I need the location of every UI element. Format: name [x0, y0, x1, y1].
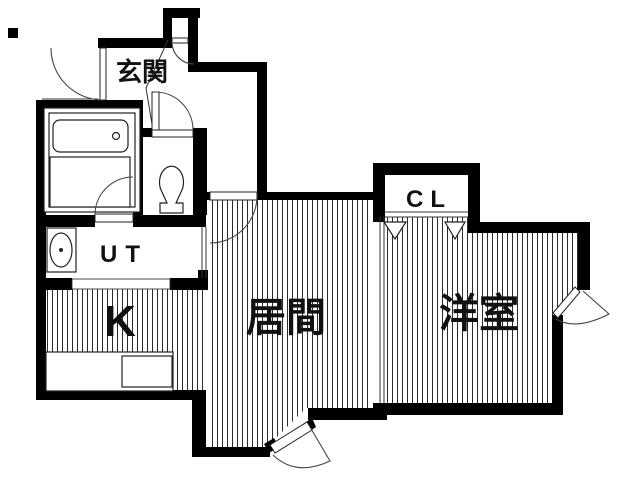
walls	[8, 8, 590, 457]
western-room-door-swing	[555, 290, 610, 325]
wall-hall-right	[257, 62, 267, 200]
wall-ut-bottom-right	[170, 278, 208, 290]
hall-living-door-leaf	[209, 191, 258, 201]
wall-porch-right	[188, 8, 198, 72]
porch-closet-door-swing	[171, 41, 195, 65]
wall-living-bottom-right	[308, 408, 387, 420]
label-entrance: 玄関	[116, 57, 168, 87]
entrance-step-line	[145, 39, 169, 131]
toilet-door-threshold	[151, 129, 194, 138]
entrance-door-swing	[50, 47, 104, 101]
wall-living-left-lower	[192, 390, 206, 457]
label-closet: CL	[406, 186, 452, 213]
label-utility: UT	[100, 241, 148, 268]
western-room-floor	[385, 217, 578, 403]
wall-western-top	[468, 222, 590, 233]
wall-western-right-lower	[552, 315, 563, 413]
wall-closet-left	[373, 163, 385, 222]
ut-kitchen-opening	[71, 278, 171, 290]
doors	[50, 37, 610, 469]
wall-closet-top	[373, 163, 480, 175]
bathtub	[52, 119, 129, 153]
wall-ut-top-right	[133, 215, 206, 227]
bathroom-washplace	[49, 156, 131, 208]
wall-western-right-upper	[578, 222, 590, 290]
wall-entrance-top	[98, 38, 172, 48]
wall-left-exterior	[36, 100, 46, 400]
porch-closet-door-leaf	[171, 37, 189, 44]
wall-toilet-top-left	[140, 128, 152, 137]
wall-ut-bottom-left	[36, 278, 72, 290]
wall-ut-top-left	[36, 215, 95, 227]
label-living: 居間	[246, 296, 326, 340]
ut-living-boundary	[201, 227, 207, 278]
wall-hall-top	[188, 62, 267, 72]
living-western-boundary	[379, 217, 385, 403]
wall-living-bottom	[203, 447, 270, 457]
wall-western-bottom	[373, 403, 563, 415]
wall-closet-right	[468, 163, 480, 233]
toilet-icon	[158, 165, 185, 214]
washbasin-drain	[58, 248, 63, 253]
closet-door-mark-left	[382, 221, 408, 241]
toilet-door-leaf	[151, 91, 160, 131]
wall-porch-top	[163, 8, 200, 18]
entrance-door-leaf	[99, 47, 107, 101]
terrace-door-swing	[272, 426, 331, 469]
western-room-door-leaf	[552, 286, 581, 319]
closet-door-track	[385, 211, 468, 218]
floor-hatching	[46, 200, 578, 447]
label-kitchen: K	[104, 297, 136, 346]
closet-door-mark-right	[443, 221, 467, 241]
wall-porch-left	[163, 8, 172, 48]
bathroom-door-swing	[94, 176, 134, 216]
wall-toilet-right	[193, 128, 207, 215]
kitchen-sink	[121, 355, 173, 388]
bathroom-door-leaf	[94, 213, 134, 223]
toilet-door-swing	[154, 91, 194, 131]
wall-kitchen-bottom	[36, 390, 196, 400]
living-floor	[212, 200, 372, 447]
wall-living-top	[257, 192, 378, 200]
bathtub-drain	[111, 131, 121, 141]
fixtures	[43, 107, 467, 392]
hall-living-door-swing	[209, 195, 258, 244]
room-labels: 玄関 UT K 居間 洋室 CL	[100, 57, 519, 346]
label-western-room: 洋室	[439, 292, 519, 336]
wall-stub-top-left	[8, 28, 18, 38]
thin-lines	[42, 39, 468, 403]
